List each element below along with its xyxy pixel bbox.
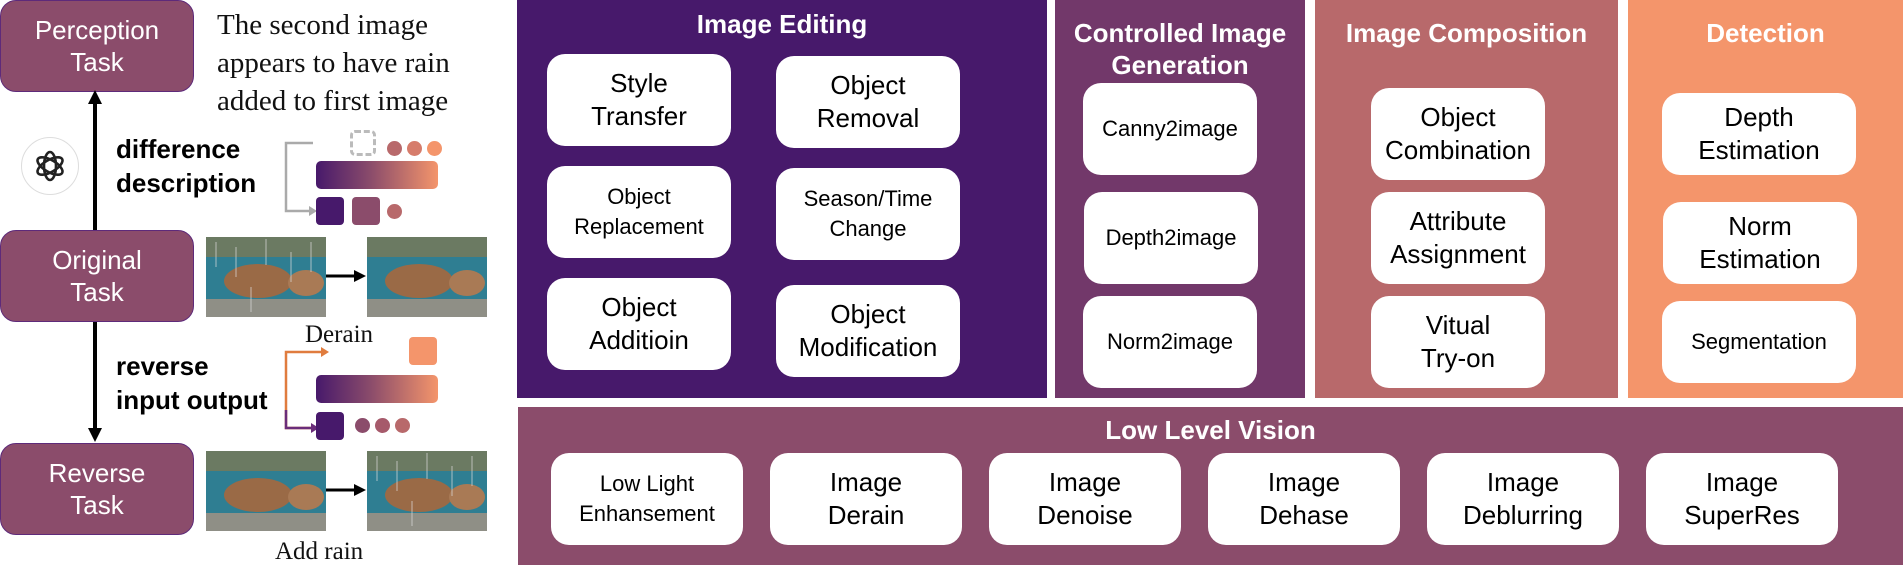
clean-bear-image-2 [206,451,326,531]
token-dot [355,418,370,433]
reverse-task-box: Reverse Task [0,443,194,535]
task-card: Attribute Assignment [1371,192,1545,284]
token-dot [375,418,390,433]
rainy-bear-image [206,237,326,317]
task-card: Norm2image [1083,296,1257,388]
image-composition-panel: Image Composition Object Combination Att… [1315,0,1618,398]
gray-connector-arrow [284,141,317,216]
token-dot [407,141,422,156]
task-card: Object Combination [1371,88,1545,180]
model-bar [316,375,438,403]
derain-arrow [326,270,366,282]
original-task-box: Original Task [0,230,194,322]
token-dot [387,141,402,156]
task-card: Image Dehase [1208,453,1400,545]
task-card: Object Replacement [547,166,731,258]
masked-token-icon [350,130,376,156]
low-level-vision-title: Low Level Vision [1105,415,1316,445]
task-card: Segmentation [1662,301,1856,383]
arrow-down-to-reverse [88,322,102,442]
token-square [316,197,344,225]
difference-caption: The second image appears to have rain ad… [217,9,450,117]
image-composition-title: Image Composition [1345,18,1588,48]
clean-bear-image [367,237,487,317]
controlled-generation-title: Controlled Image Generation [1073,18,1287,80]
derain-label: Derain [305,321,374,348]
task-card: Object Additioin [547,278,731,370]
controlled-generation-panel: Controlled Image Generation Canny2image … [1055,0,1305,398]
detection-title: Detection [1706,18,1825,48]
token-dot [427,141,442,156]
image-editing-title: Image Editing [696,9,868,39]
arrow-up-to-perception [88,90,102,230]
token-dot [395,418,410,433]
task-card: Canny2image [1083,83,1257,175]
token-square [352,197,380,225]
reverse-connector-arrows [284,347,329,433]
token-dot [387,204,402,219]
add-rain-arrow [326,484,366,496]
detection-panel: Detection Depth Estimation Norm Estimati… [1628,0,1903,398]
output-token-square [409,337,437,365]
task-card: Style Transfer [547,54,731,146]
difference-description-label: difference description [116,134,257,198]
task-card: Image Deblurring [1427,453,1619,545]
task-card: Season/Time Change [776,168,960,260]
task-card: Object Removal [776,56,960,148]
low-level-vision-panel: Low Level Vision Low Light Enhansement I… [518,407,1903,565]
task-card: Vitual Try-on [1371,296,1545,388]
perception-task-box: Perception Task [0,0,194,92]
task-card: Depth2image [1084,192,1258,284]
reverse-input-output-label: reverse input output [116,351,268,415]
task-card: Depth Estimation [1662,93,1856,175]
task-card: Image Derain [770,453,962,545]
task-card: Norm Estimation [1663,202,1857,284]
task-card: Image SuperRes [1646,453,1838,545]
task-card: Low Light Enhansement [551,453,743,545]
add-rain-label: Add rain [275,538,364,565]
flow-arrows [88,90,102,442]
input-token-square [316,412,344,440]
rainy-bear-image-2 [367,451,487,531]
image-editing-panel: Image Editing Style Transfer Object Remo… [517,0,1047,398]
openai-logo-icon [21,137,79,195]
model-bar [316,161,438,189]
task-card: Image Denoise [989,453,1181,545]
task-card: Object Modification [776,285,960,377]
